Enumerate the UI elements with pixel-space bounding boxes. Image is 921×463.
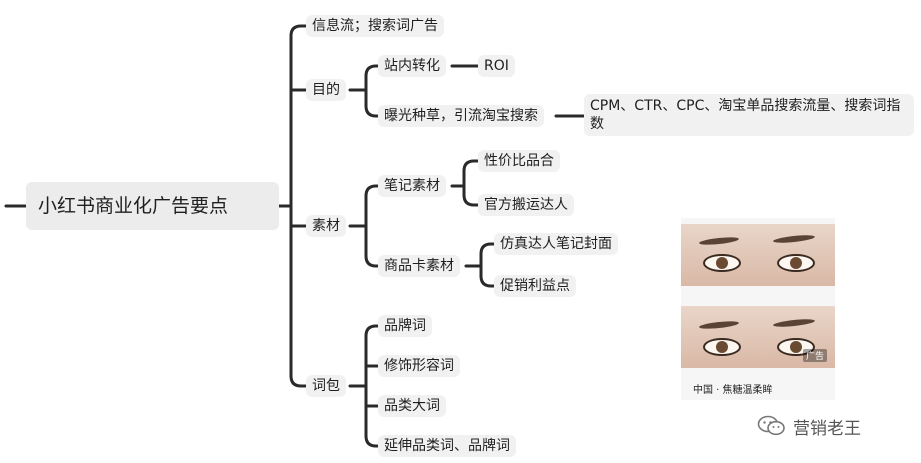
node-keyword-4: 延伸品类词、品牌词 [378, 435, 516, 457]
node-material: 素材 [306, 215, 346, 237]
watermark-text: 营销老王 [793, 418, 861, 439]
eye-makeup-photo-top [681, 224, 835, 286]
node-ad-types: 信息流；搜索词广告 [306, 15, 444, 37]
node-exposure: 曝光种草，引流淘宝搜索 [378, 105, 544, 127]
node-onsite-conversion: 站内转化 [378, 55, 446, 77]
eye-makeup-photo-bottom: 广告 [681, 306, 835, 368]
wechat-icon [757, 415, 785, 436]
node-product-card-child-2: 促销利益点 [494, 275, 576, 297]
node-keyword-1: 品牌词 [378, 315, 432, 337]
ad-tag: 广告 [802, 349, 827, 362]
node-note-child-1: 性价比品合 [478, 150, 560, 172]
node-product-card-child-1: 仿真达人笔记封面 [494, 233, 618, 255]
node-product-card-material: 商品卡素材 [378, 255, 460, 277]
ad-caption: 中国 · 焦糖温柔眸 [693, 385, 773, 396]
node-note-material: 笔记素材 [378, 175, 446, 197]
mindmap-root-node: 小红书商业化广告要点 [26, 182, 279, 230]
watermark: 营销老王 [757, 415, 861, 439]
node-note-child-2: 官方搬运达人 [478, 194, 574, 216]
node-keyword-2: 修饰形容词 [378, 355, 460, 377]
node-roi: ROI [478, 55, 515, 77]
ad-example-card: 广告 中国 · 焦糖温柔眸 [681, 218, 835, 400]
node-metrics: CPM、CTR、CPC、淘宝单品搜索流量、搜索词指数 [584, 94, 914, 136]
node-goal: 目的 [306, 79, 346, 101]
node-keywords: 词包 [306, 375, 346, 397]
node-keyword-3: 品类大词 [378, 395, 446, 417]
